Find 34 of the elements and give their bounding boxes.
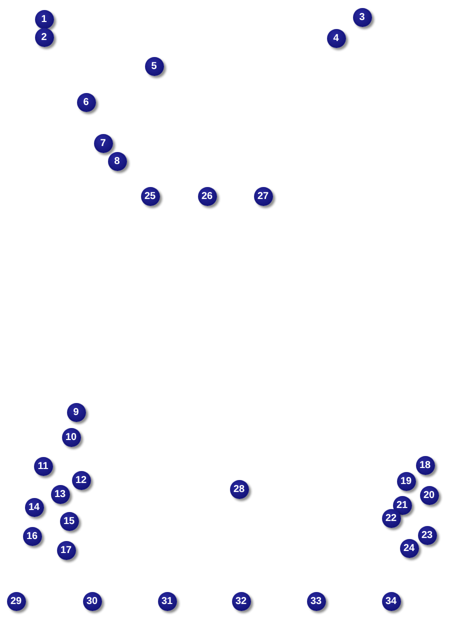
callout-number: 21 xyxy=(392,496,412,514)
callout-number: 27 xyxy=(254,186,272,206)
callout-number: 1 xyxy=(34,10,54,28)
callout-number: 18 xyxy=(416,456,434,474)
callout-number: 7 xyxy=(94,134,112,152)
callout-number: 28 xyxy=(230,480,248,498)
callout-number: 22 xyxy=(382,508,400,528)
callout-number: 33 xyxy=(306,592,326,610)
callout-number: 34 xyxy=(382,592,400,610)
callout-number: 8 xyxy=(108,152,126,170)
callout-number: 11 xyxy=(34,456,52,476)
callout-number: 12 xyxy=(72,470,90,490)
callout-number: 30 xyxy=(82,592,102,610)
callout-number: 15 xyxy=(60,512,78,530)
callout-number: 29 xyxy=(6,592,26,610)
callout-number: 24 xyxy=(400,538,418,558)
callout-number: 9 xyxy=(66,402,86,422)
callout-number: 2 xyxy=(34,28,54,46)
callout-number: 6 xyxy=(76,92,96,112)
callout-number: 19 xyxy=(396,472,416,490)
callout-number: 14 xyxy=(24,498,44,516)
callout-number: 16 xyxy=(22,526,42,546)
callout-number: 3 xyxy=(352,8,372,26)
callout-number: 20 xyxy=(420,486,438,504)
callout-number: 32 xyxy=(232,592,250,610)
callout-number: 13 xyxy=(50,484,70,504)
callout-number: 31 xyxy=(158,592,176,610)
callout-number: 26 xyxy=(198,186,216,206)
callout-number: 17 xyxy=(56,540,76,560)
callout-number: 5 xyxy=(144,56,164,76)
callout-number: 25 xyxy=(140,186,160,206)
callout-number: 10 xyxy=(62,428,80,446)
callout-number: 4 xyxy=(326,28,346,48)
callout-number: 23 xyxy=(418,526,436,544)
